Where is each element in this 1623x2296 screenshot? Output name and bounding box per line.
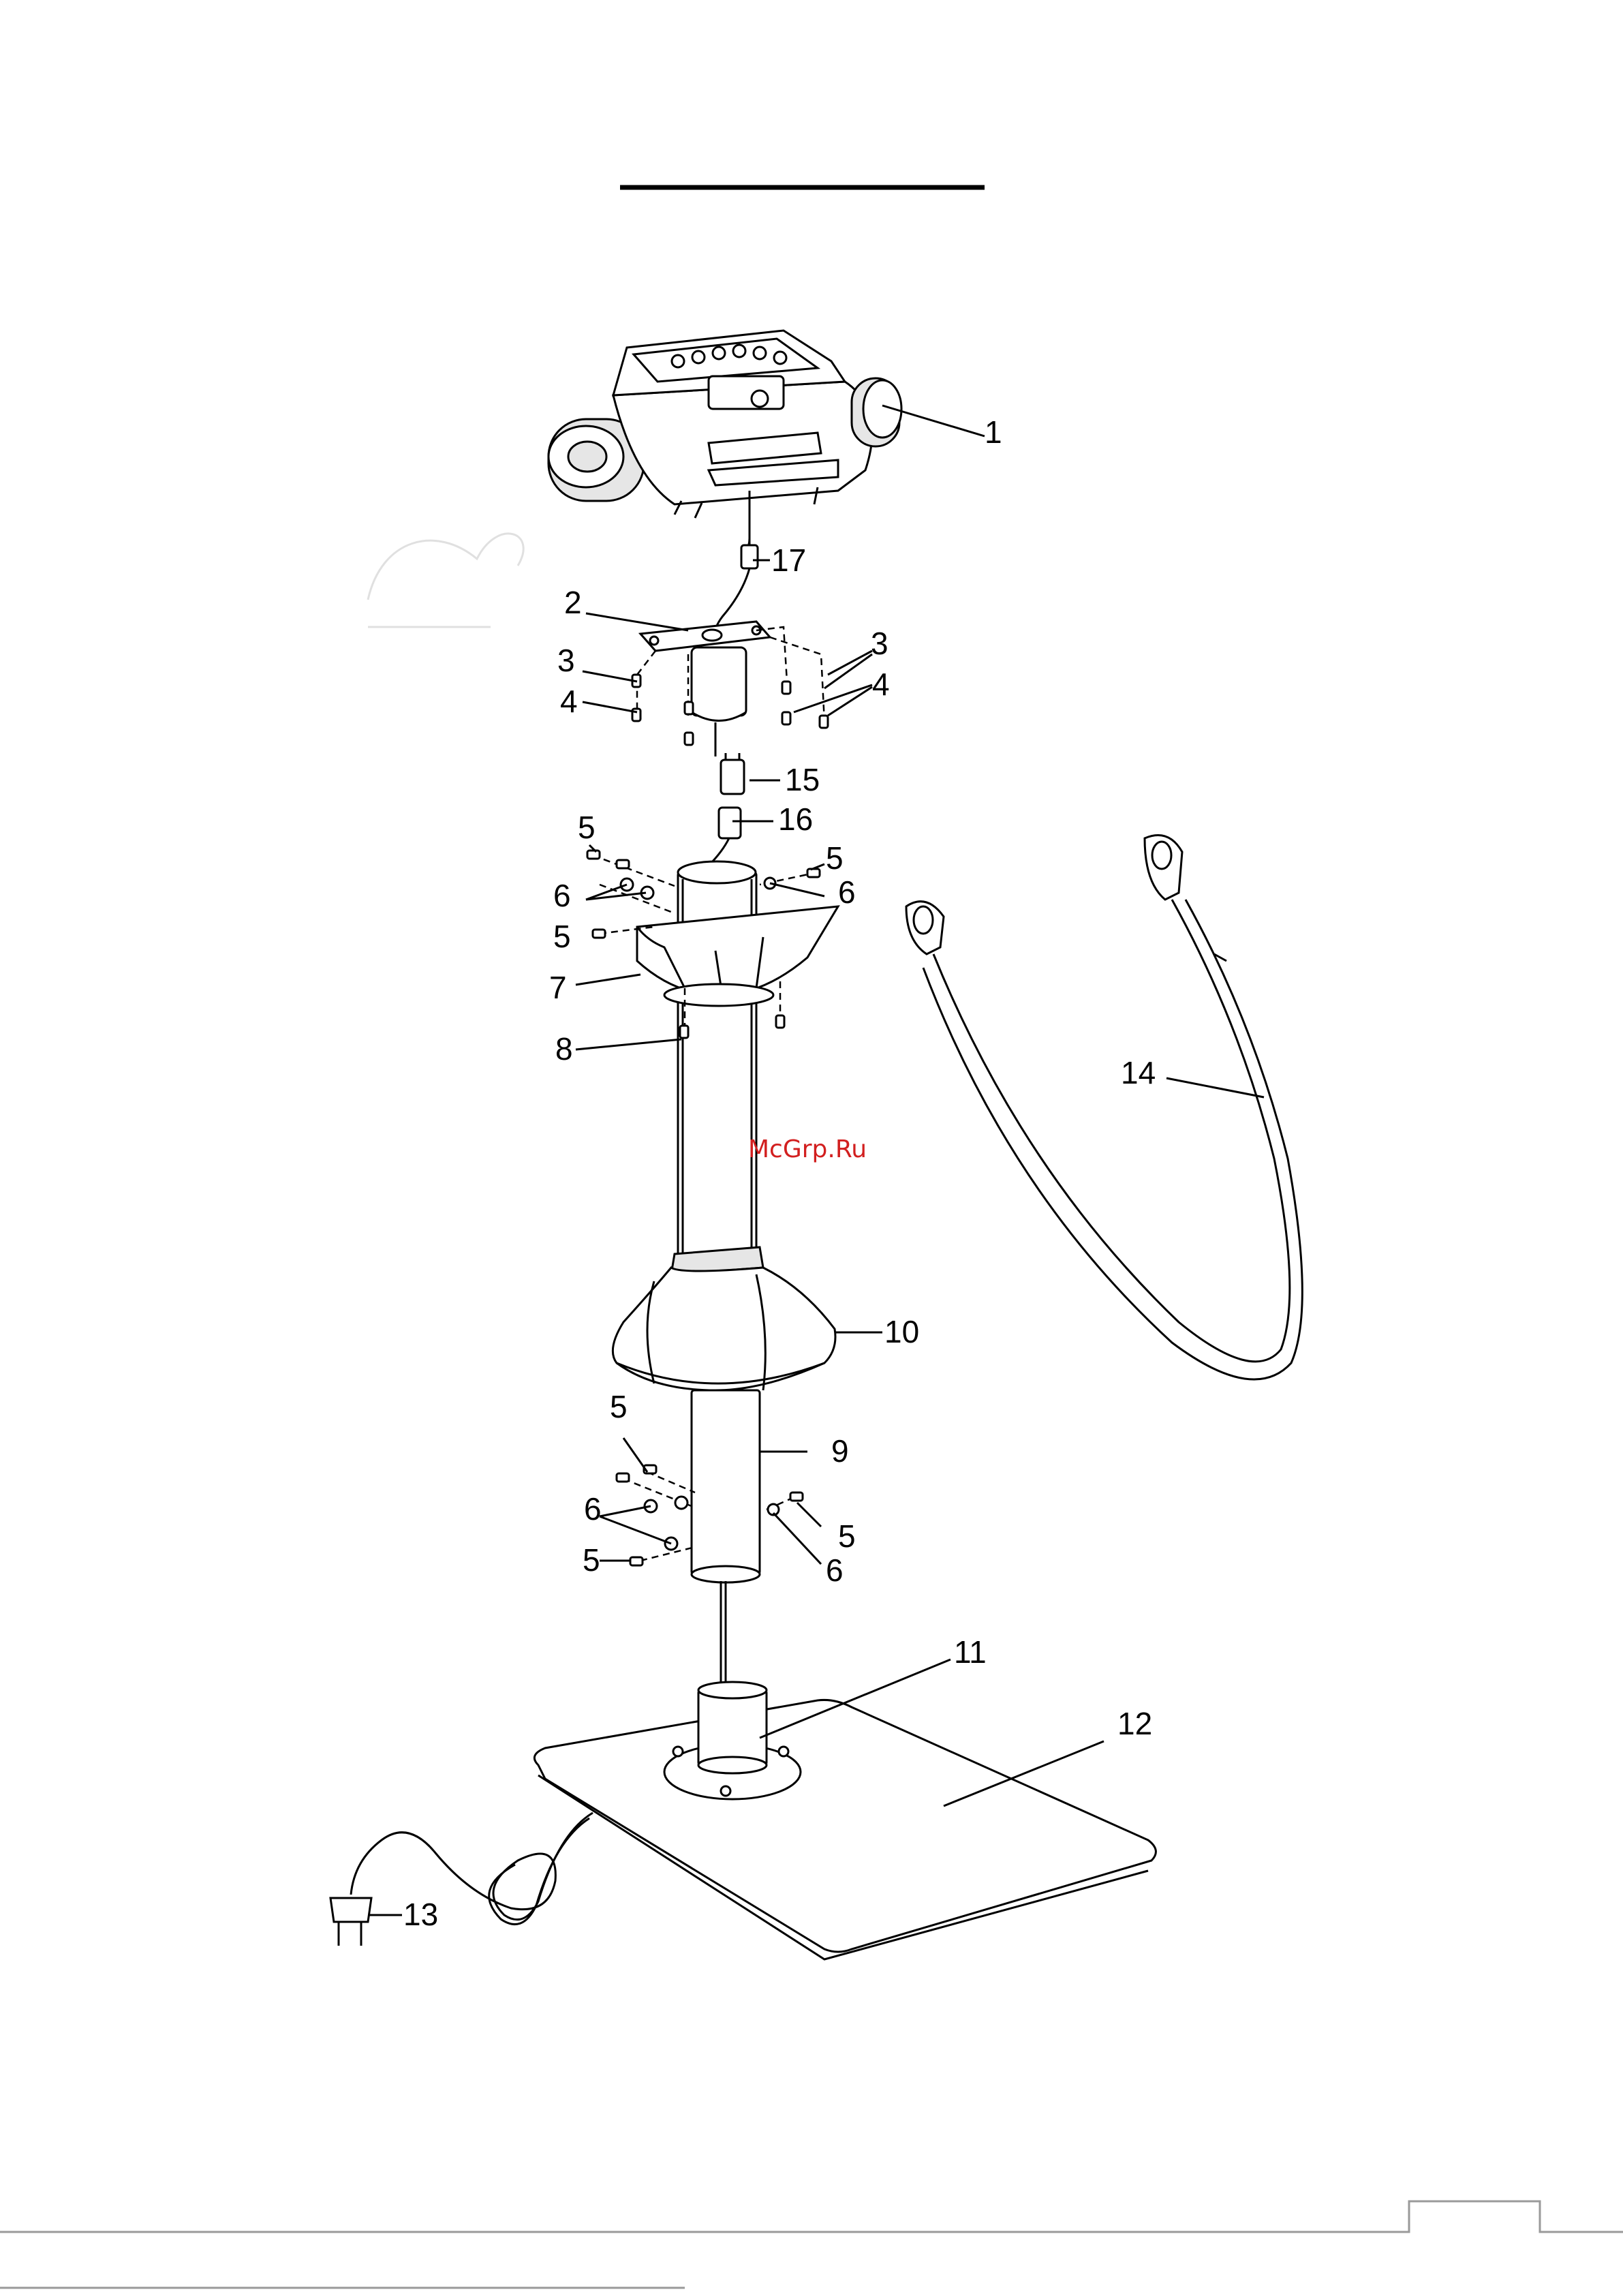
handle-7	[637, 906, 838, 1006]
callout-7: 7	[549, 970, 567, 1005]
callout-1: 1	[985, 414, 1002, 450]
watermark: McGrp.Ru	[748, 1135, 867, 1163]
cable-17	[715, 504, 758, 641]
connector-16	[719, 808, 741, 838]
callout-15: 15	[785, 762, 820, 797]
callout-11: 11	[954, 1634, 987, 1670]
ghost-sketch	[368, 534, 523, 627]
footer-rule	[0, 2201, 1623, 2288]
mounting-bracket	[640, 622, 770, 756]
callout-5a: 5	[578, 810, 596, 845]
callout-3a: 3	[557, 643, 575, 678]
callout-3b: 3	[871, 626, 888, 661]
callout-9: 9	[831, 1433, 849, 1469]
connector-15	[721, 760, 744, 794]
power-cord-13	[330, 1813, 593, 1946]
callout-5e: 5	[838, 1518, 856, 1554]
callout-8: 8	[555, 1031, 573, 1067]
callout-6d: 6	[826, 1552, 844, 1588]
callout-4a: 4	[560, 684, 578, 719]
callout-12: 12	[1117, 1706, 1152, 1741]
callout-labels: 1 2 3 3 4 4 5 5 5 5 5 5 6 6 6 6 7 8 9 10…	[403, 414, 1156, 1932]
callout-13: 13	[403, 1897, 438, 1932]
base-plate-12	[534, 1700, 1156, 1959]
callout-10: 10	[884, 1314, 919, 1349]
callout-6c: 6	[584, 1491, 602, 1527]
callout-6b: 6	[838, 874, 856, 910]
callout-16: 16	[778, 801, 813, 837]
massager-head	[548, 331, 901, 552]
callout-5d: 5	[610, 1389, 628, 1424]
callout-4b: 4	[872, 667, 890, 702]
callout-5b: 5	[826, 840, 844, 876]
lower-tube-9	[692, 1390, 760, 1697]
callout-5c: 5	[553, 919, 571, 954]
callout-5f: 5	[583, 1542, 600, 1578]
base-cone-10	[613, 1247, 835, 1390]
callout-2: 2	[564, 585, 582, 620]
callout-6a: 6	[553, 878, 571, 913]
callout-17: 17	[771, 542, 806, 578]
callout-14: 14	[1121, 1055, 1156, 1090]
strap-14	[906, 836, 1302, 1380]
